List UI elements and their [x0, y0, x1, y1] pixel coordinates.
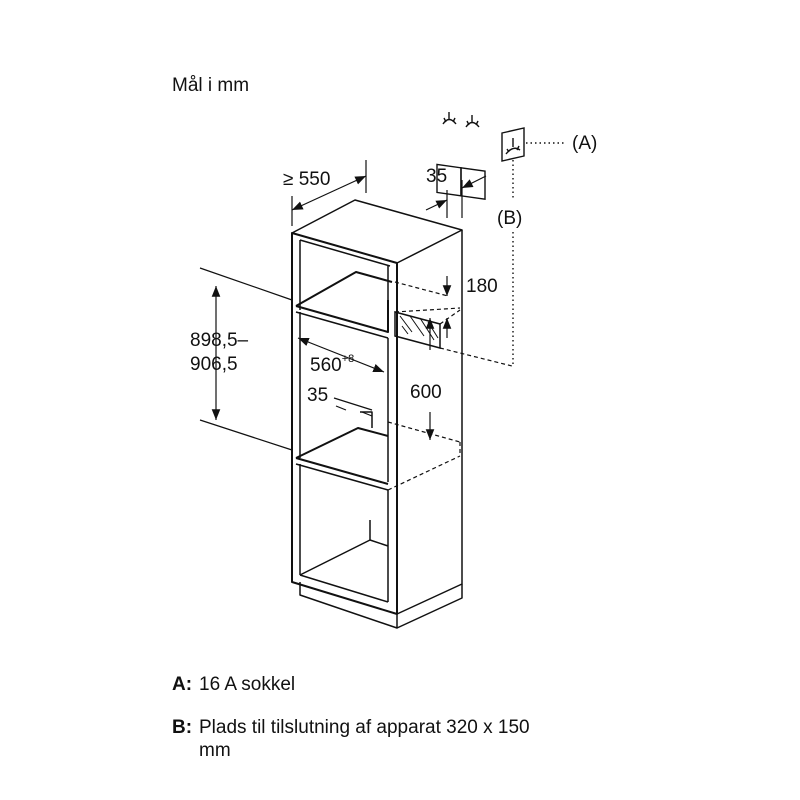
cabinet-height-dimension-line1: 898,5–: [190, 330, 249, 351]
inner-width-dimension: 560+8: [310, 353, 354, 376]
legend-text-b: Plads til tilslutning af apparat 320 x 1…: [199, 717, 530, 761]
projection-lines: [387, 281, 513, 491]
legend-key-b: B:: [172, 717, 193, 738]
legend-key-a: A:: [172, 674, 193, 695]
connection-area-b: [394, 311, 441, 349]
legend-text-a: 16 A sokkel: [199, 674, 296, 695]
dimension-lines: [199, 160, 487, 451]
connection-height-dimension: 180: [466, 276, 498, 297]
socket-icon: [460, 115, 486, 200]
shelf-spacing-dimension: 600: [410, 382, 442, 403]
tall-cabinet: [291, 199, 463, 629]
leader-lines: [512, 142, 566, 366]
diagram-title: Mål i mm: [172, 75, 249, 96]
socket-a-icon: [501, 127, 525, 162]
rear-gap-dimension: 35: [426, 166, 447, 187]
inner-width-tolerance: +8: [342, 353, 355, 365]
front-gap-dimension: 35: [307, 385, 328, 406]
socket-a-label: (A): [572, 133, 597, 154]
area-b-label: (B): [497, 208, 522, 229]
socket-icons: [436, 112, 525, 200]
cabinet-height-dimension-line2: 906,5: [190, 354, 238, 375]
depth-dimension: ≥ 550: [283, 169, 330, 190]
inner-width-value: 560: [310, 355, 342, 376]
